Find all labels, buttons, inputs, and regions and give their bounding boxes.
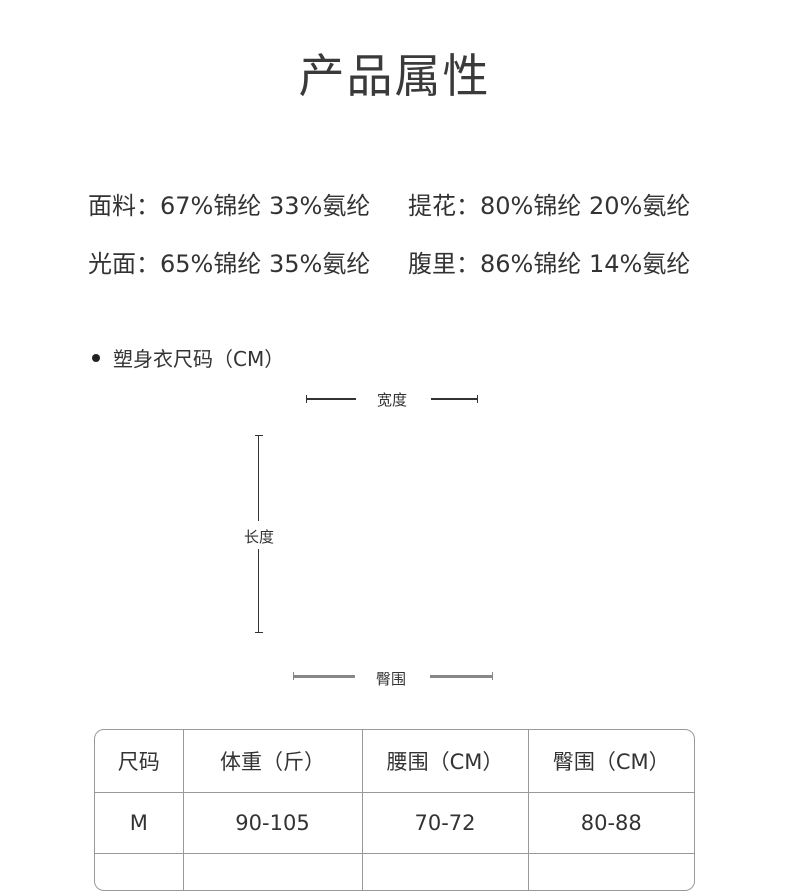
length-bottom-cap (255, 632, 263, 633)
property-smooth: 光面：65%锦纶 35%氨纶 (88, 244, 370, 279)
cell-weight (183, 854, 362, 891)
length-top-cap (255, 435, 263, 436)
header-hip: 臀围（CM） (528, 730, 694, 793)
hip-right-line (430, 675, 493, 678)
cell-weight: 90-105 (183, 793, 362, 854)
hip-label: 臀围 (376, 668, 406, 689)
hip-left-line (293, 675, 355, 678)
width-right-cap (477, 395, 478, 403)
cell-waist (362, 854, 528, 891)
cell-waist: 70-72 (362, 793, 528, 854)
header-weight: 体重（斤） (183, 730, 362, 793)
page-title: 产品属性 (0, 40, 789, 106)
cell-size (95, 854, 183, 891)
table-row: M 90-105 70-72 80-88 (95, 793, 694, 854)
width-right-line (431, 398, 478, 400)
property-fabric: 面料：67%锦纶 33%氨纶 (88, 186, 370, 221)
cell-hip: 80-88 (528, 793, 694, 854)
table-row (95, 854, 694, 891)
length-top-line (258, 435, 259, 521)
size-table: 尺码 体重（斤） 腰围（CM） 臀围（CM） M 90-105 70-72 80… (94, 729, 695, 891)
width-label: 宽度 (377, 389, 407, 410)
property-jacquard: 提花：80%锦纶 20%氨纶 (408, 186, 690, 221)
length-label: 长度 (244, 526, 274, 547)
cell-size: M (95, 793, 183, 854)
size-section-heading: 塑身衣尺码（CM） (92, 343, 284, 372)
header-waist: 腰围（CM） (362, 730, 528, 793)
header-size: 尺码 (95, 730, 183, 793)
width-left-line (306, 398, 356, 400)
size-section-label: 塑身衣尺码（CM） (113, 343, 284, 372)
bullet-icon (92, 354, 100, 362)
table-header-row: 尺码 体重（斤） 腰围（CM） 臀围（CM） (95, 730, 694, 793)
property-lining: 腹里：86%锦纶 14%氨纶 (408, 244, 690, 279)
length-bottom-line (258, 549, 259, 633)
hip-right-cap (492, 672, 493, 680)
cell-hip (528, 854, 694, 891)
